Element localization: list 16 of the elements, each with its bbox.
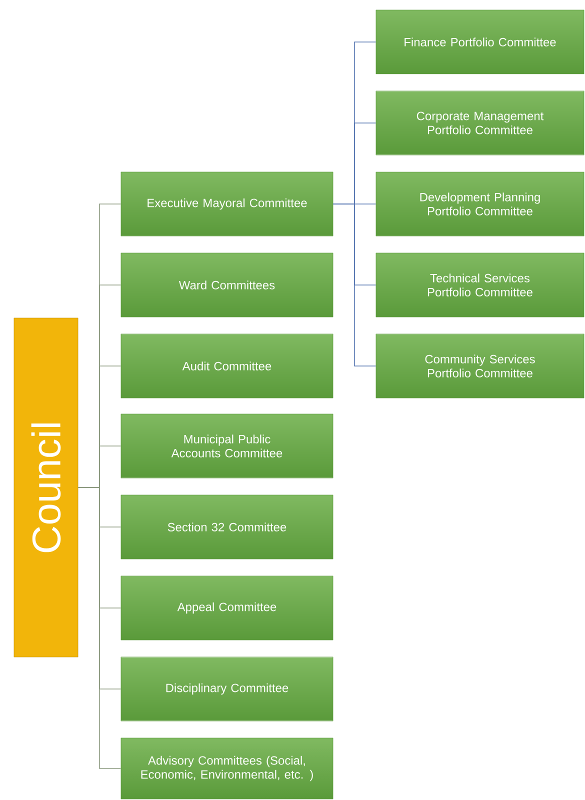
committee-box: Ward Committees	[120, 252, 334, 318]
committee-box: Advisory Committees (Social, Economic, Environmental, etc. )	[120, 738, 334, 800]
connector-line	[332, 204, 376, 366]
committee-box: Community Services Portfolio Committee	[376, 334, 584, 398]
committee-box: Technical Services Portfolio Committee	[376, 252, 584, 318]
council-box: Council	[14, 318, 78, 658]
committee-box: Audit Committee	[120, 334, 334, 398]
committee-box: Municipal Public Accounts Committee	[120, 414, 334, 478]
committee-box: Executive Mayoral Committee	[120, 172, 334, 236]
committee-box: Disciplinary Committee	[120, 656, 334, 722]
connector-line	[78, 487, 122, 769]
committee-box: Corporate Management Portfolio Committee	[376, 90, 584, 156]
committee-box: Appeal Committee	[120, 576, 334, 640]
committee-box: Section 32 Committee	[120, 494, 334, 560]
committee-box: Development Planning Portfolio Committee	[376, 172, 584, 236]
committee-box: Finance Portfolio Committee	[376, 10, 584, 74]
